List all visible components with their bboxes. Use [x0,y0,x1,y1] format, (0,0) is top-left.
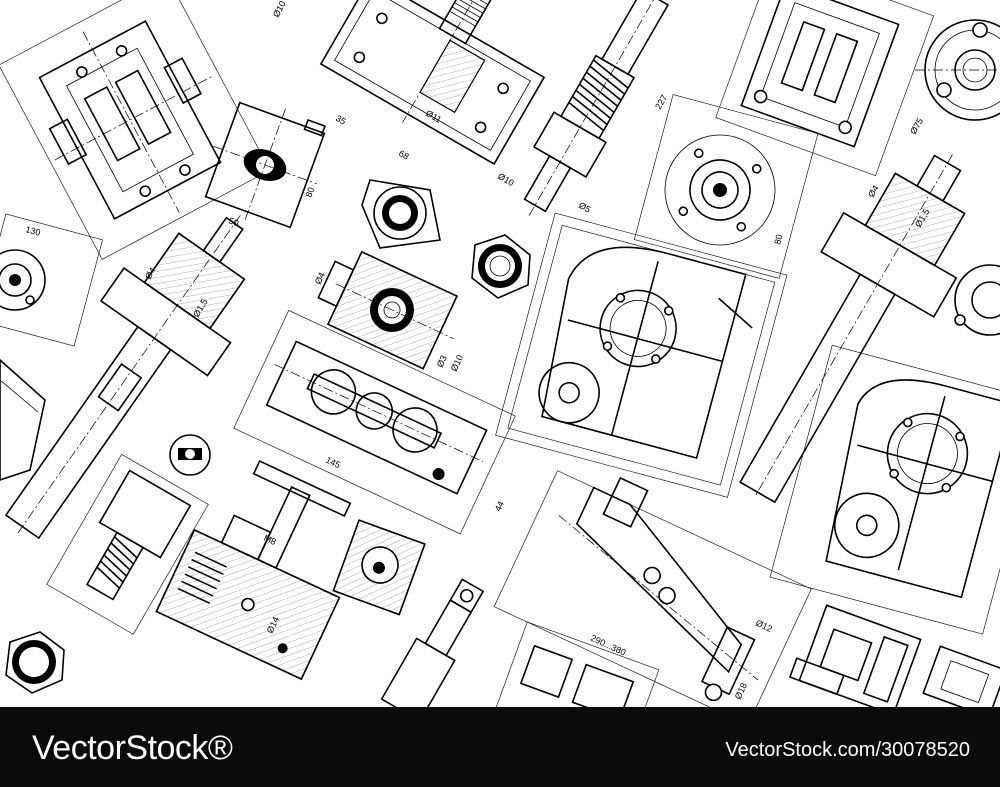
part-swing-arm [493,470,812,707]
part-small-plate [204,101,326,229]
dim-label: Ø10 [496,171,516,188]
dim-label: Ø12 [754,618,774,634]
dim-label: Ø3 [435,354,449,369]
part-linkage-bar [233,309,516,535]
part-right-column [739,154,966,504]
image-id: VectorStock.com/30078520 [725,739,970,761]
dim-label: Ø5 [577,200,592,215]
dim-label: M8 [262,533,278,547]
dim-label: 145 [324,455,342,470]
part-washer [361,179,441,249]
part-top-right-housing [715,0,935,177]
part-hex-nut [471,234,531,299]
dim-label: 68 [397,148,411,162]
part-left-flange [0,213,103,347]
part-top-left-housing [0,0,271,260]
part-right-edge-flange [954,264,1000,336]
dim-label: 227 [653,93,669,111]
dim-label: 35 [334,113,348,127]
part-gearbox-center [495,212,788,498]
part-bottom-right-bracket [788,604,922,707]
part-left-edge-bracket [0,358,46,481]
blueprint-canvas: Ø10 35 68 Ø11 227 Ø10 Ø5 Ø7 [0,0,1000,707]
part-small-round-cover [169,434,211,476]
dim-label: Ø4 [313,271,327,286]
dim-label: Ø4 [866,184,881,199]
dim-label: Ø10 [449,353,465,373]
part-right-flange-mid [633,94,819,279]
dim-label: Ø10 [271,0,288,19]
brand-logo: VectorStock® [32,729,233,767]
dim-label: Ø11 [424,108,443,125]
dim-label: 80 [303,186,316,199]
dim-label: 130 [24,224,41,238]
technical-drawings: Ø10 35 68 Ø11 227 Ø10 Ø5 Ø7 [0,0,1000,707]
dim-label: Ø75 [908,116,925,136]
part-slanted-rod [380,578,485,707]
part-small-cap [332,519,426,616]
part-round-flange-top-right [915,19,1000,121]
part-left-column [4,215,246,540]
part-spring-rod [523,0,670,219]
watermark-footer: VectorStock® VectorStock.com/30078520 [0,707,1000,787]
part-spring-cylinder [46,453,209,635]
part-top-center-plate [319,0,546,166]
part-bottom-housing [492,621,660,707]
part-gearbox-right [769,344,1000,635]
part-t-assembly [155,459,352,681]
part-bottom-right-edge [922,645,1000,707]
dim-label: Ø18 [733,681,749,701]
part-hex-nut-bottom [5,631,65,694]
part-center-block [317,250,459,370]
dim-label: 80 [772,233,784,245]
dim-label: 44 [493,500,506,513]
